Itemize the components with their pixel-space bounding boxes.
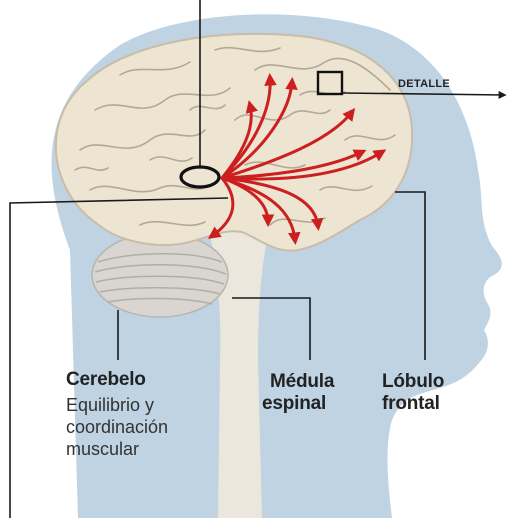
cerebelo-desc-line1: Equilibrio y bbox=[66, 396, 154, 415]
medula-line1: Médula bbox=[270, 372, 334, 393]
cerebrum bbox=[56, 34, 412, 251]
lobulo-line2: frontal bbox=[382, 394, 440, 415]
cerebelo-desc-line3: muscular bbox=[66, 440, 139, 459]
cerebelo-desc-line2: coordinación bbox=[66, 418, 168, 437]
cerebelo-title: Cerebelo bbox=[66, 370, 146, 391]
medula-line2: espinal bbox=[262, 394, 326, 415]
lobulo-line1: Lóbulo bbox=[382, 372, 444, 393]
detalle-label: DETALLE bbox=[398, 78, 450, 90]
